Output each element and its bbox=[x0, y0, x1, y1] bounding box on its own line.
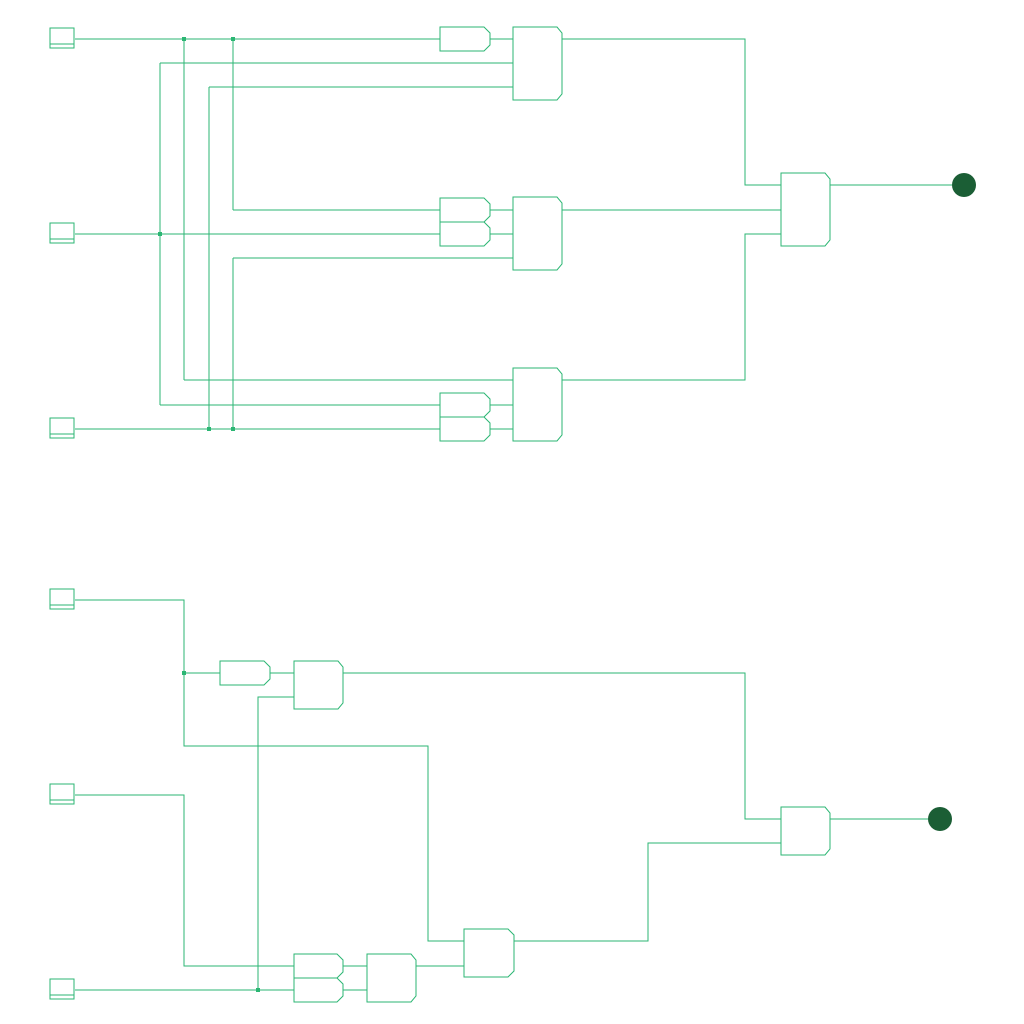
input-switch-a[interactable] bbox=[49, 588, 75, 610]
input-switch-c[interactable] bbox=[49, 978, 75, 1000]
wire bbox=[343, 672, 781, 820]
junction-dot bbox=[158, 232, 162, 236]
wire bbox=[257, 696, 294, 990]
and-gate bbox=[463, 928, 515, 978]
not-gate bbox=[293, 953, 344, 979]
input-switch-b[interactable] bbox=[49, 783, 75, 805]
and-gate bbox=[293, 660, 344, 710]
and-gate bbox=[512, 196, 563, 271]
and-gate bbox=[512, 26, 563, 101]
not-gate bbox=[439, 221, 491, 247]
circuit-bottom bbox=[49, 588, 952, 1003]
junction-dot bbox=[256, 988, 260, 992]
wire bbox=[75, 794, 294, 967]
not-gate bbox=[439, 416, 491, 442]
not-gate bbox=[439, 26, 491, 52]
or-gate bbox=[780, 172, 831, 247]
input-switch-b[interactable] bbox=[49, 222, 75, 244]
junction-dot bbox=[231, 37, 235, 41]
output-led-top[interactable] bbox=[952, 173, 976, 197]
and-gate bbox=[366, 953, 417, 1003]
input-switch-c[interactable] bbox=[49, 417, 75, 439]
wire bbox=[514, 842, 781, 942]
junction-dot bbox=[182, 671, 186, 675]
wire bbox=[562, 233, 781, 381]
not-gate bbox=[439, 197, 491, 223]
junction-dot bbox=[182, 37, 186, 41]
and-gate bbox=[512, 367, 563, 442]
circuit-top bbox=[49, 26, 976, 442]
not-gate bbox=[219, 660, 271, 686]
output-led-bottom[interactable] bbox=[928, 807, 952, 831]
wire bbox=[562, 38, 781, 186]
junction-dot bbox=[231, 427, 235, 431]
not-gate bbox=[293, 977, 344, 1003]
wire bbox=[75, 599, 464, 942]
not-gate bbox=[439, 392, 491, 418]
input-switch-a[interactable] bbox=[49, 27, 75, 49]
junction-dot bbox=[207, 427, 211, 431]
or-gate bbox=[780, 806, 831, 856]
